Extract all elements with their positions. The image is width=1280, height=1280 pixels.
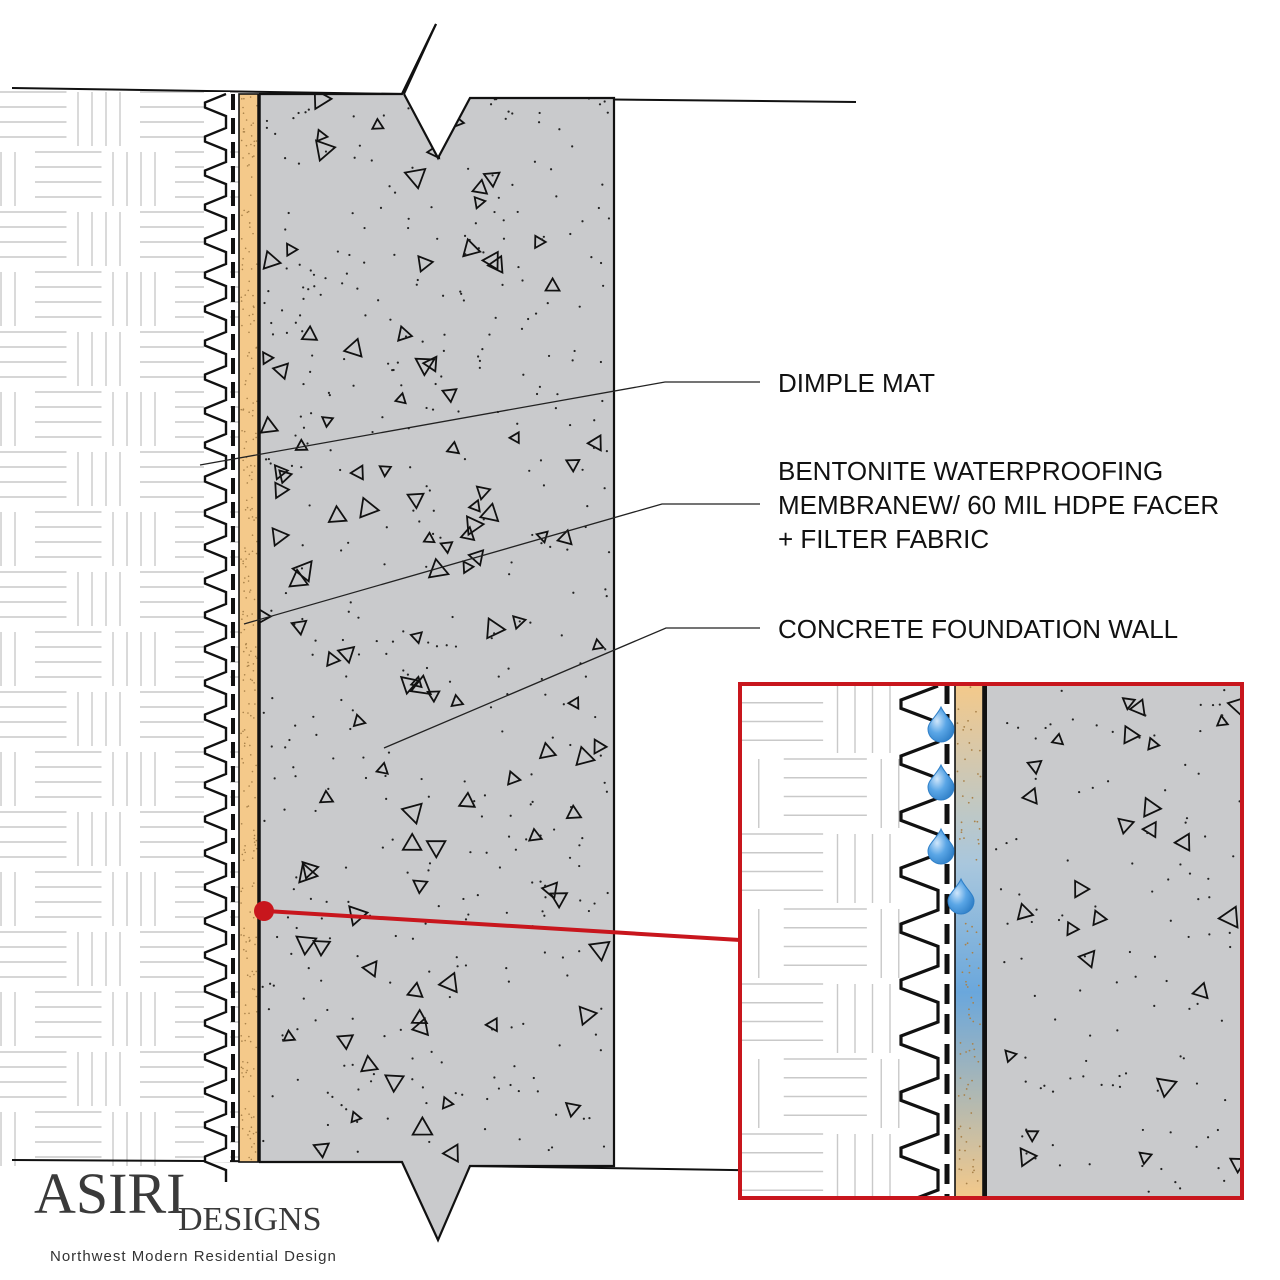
water-drop-icon	[927, 763, 955, 801]
dimple-mat	[203, 92, 228, 1182]
callout-membrane-line1: BENTONITE WATERPROOFING	[778, 456, 1164, 486]
callout-membrane-line3: + FILTER FABRIC	[778, 524, 990, 554]
water-drop-icon	[947, 877, 975, 915]
detail-membrane	[954, 684, 984, 1198]
enlarged-detail	[740, 684, 1242, 1198]
ground-line-top	[11, 87, 857, 103]
detail-marker	[254, 901, 274, 921]
leader-lines	[199, 381, 760, 749]
brand-logo-sub: DESIGNS	[178, 1201, 322, 1238]
concrete-foundation-wall	[259, 24, 614, 1240]
brand-tagline: Northwest Modern Residential Design	[50, 1248, 337, 1265]
callout-concrete-wall: CONCRETE FOUNDATION WALL	[778, 614, 1179, 644]
water-drop-icon	[927, 705, 955, 743]
bentonite-membrane	[238, 93, 260, 1163]
brand-logo-name: ASIRI	[34, 1161, 186, 1226]
membrane-texture	[240, 96, 258, 1161]
callout-membrane-line2: MEMBRANEW/ 60 MIL HDPE FACER	[778, 490, 1220, 520]
water-drop-icon	[927, 827, 955, 865]
callout-dimple-mat: DIMPLE MAT	[778, 368, 935, 398]
concrete-aggregate	[259, 88, 611, 1164]
detail-connector	[265, 909, 741, 942]
soil-backfill-hatch	[0, 91, 242, 1166]
detail-frame	[738, 682, 1244, 1200]
